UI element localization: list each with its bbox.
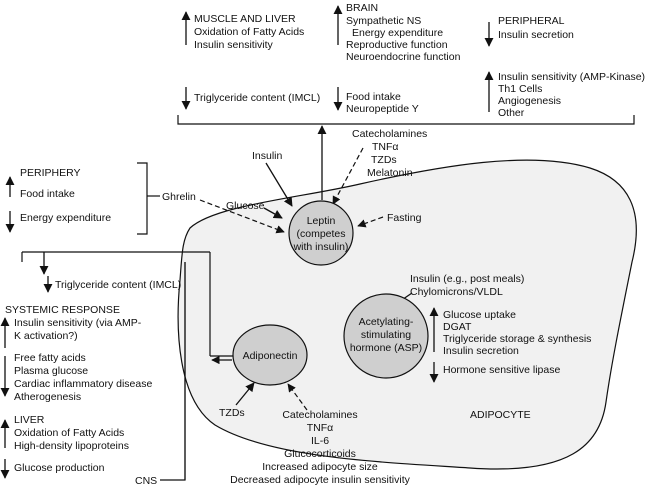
top-peripheral: PERIPHERAL Insulin secretion Insulin sen…	[484, 15, 645, 119]
adiponectin-inhibitor: TNFα	[307, 422, 333, 434]
periphery-box: PERIPHERY Food intake Energy expenditure	[5, 162, 160, 235]
brain-down: Food intake	[346, 91, 401, 103]
adiponectin-inhibit-arrow	[287, 383, 308, 411]
glucose-arrow	[263, 207, 283, 219]
adiponectin-inhibitor: Glucocorticoids	[284, 448, 356, 460]
adiponectin-inhibitor: Decreased adipocyte insulin sensitivity	[230, 474, 411, 486]
systemic-down: Free fatty acids	[14, 352, 86, 364]
peripheral-up: Th1 Cells	[498, 83, 542, 95]
top-muscle-liver: MUSCLE AND LIVER Oxidation of Fatty Acid…	[181, 11, 320, 110]
systemic-down: Cardiac inflammatory disease	[14, 378, 152, 390]
fasting-inhibit-arrow	[357, 216, 384, 228]
leptin-label: with insulin)	[293, 241, 349, 253]
asp-label: hormone (ASP)	[350, 342, 422, 354]
systemic-title: SYSTEMIC RESPONSE	[5, 304, 120, 316]
tzds-label: TZDs	[219, 407, 245, 419]
muscle-liver-down: Triglyceride content (IMCL)	[194, 92, 320, 104]
systemic-down: Plasma glucose	[14, 365, 88, 377]
peripheral-up: Angiogenesis	[498, 95, 561, 107]
leptin-input: TZDs	[371, 154, 397, 166]
asp-down: Hormone sensitive lipase	[443, 364, 560, 376]
asp-input: Insulin (e.g., post meals)	[410, 273, 524, 285]
insulin-arrow	[265, 162, 293, 207]
adiponectin-inhibitor: IL-6	[311, 435, 329, 447]
peripheral-title: PERIPHERAL	[498, 15, 565, 27]
asp-input: Chylomicrons/VLDL	[410, 286, 503, 298]
ghrelin-label: Ghrelin	[162, 191, 196, 203]
asp-label: Acetylating-	[359, 316, 414, 328]
leptin-label: (competes	[296, 228, 345, 240]
systemic-up: Insulin sensitivity (via AMP-	[14, 317, 142, 329]
muscle-liver-title: MUSCLE AND LIVER	[194, 13, 296, 25]
brain-line: Sympathetic NS	[346, 15, 421, 27]
brain-line: Reproductive function	[346, 39, 448, 51]
periphery-up: Food intake	[20, 188, 75, 200]
adiponectin-inhibitor: Increased adipocyte size	[262, 461, 378, 473]
cns-label: CNS	[135, 475, 157, 486]
brain-line: Neuroendocrine function	[346, 51, 461, 63]
liver-title: LIVER	[14, 414, 45, 426]
asp-node: Acetylating- stimulating hormone (ASP)	[343, 293, 429, 379]
tzds-arrow	[235, 382, 255, 406]
adiponectin-inhibitor: Catecholamines	[282, 409, 357, 421]
leptin-input: TNFα	[372, 141, 398, 153]
asp-label: stimulating	[361, 329, 411, 341]
asp-up: Insulin secretion	[443, 345, 519, 357]
leptin-node: Leptin (competes with insulin)	[288, 200, 354, 266]
fasting-label: Fasting	[387, 212, 422, 224]
glucose-label: Glucose	[226, 200, 265, 212]
leptin-input: Catecholamines	[352, 128, 427, 140]
peripheral-down: Insulin secretion	[498, 29, 574, 41]
catecholamines-inhibit-arrow	[332, 147, 364, 205]
leptin-label: Leptin	[307, 215, 336, 227]
liver-up: High-density lipoproteins	[14, 440, 129, 452]
systemic-down: Atherogenesis	[14, 391, 81, 403]
periphery-down: Energy expenditure	[20, 212, 111, 224]
peripheral-up: Insulin sensitivity (AMP-Kinase)	[498, 71, 645, 83]
ghrelin-inhibit-arrow	[199, 199, 285, 234]
asp-up: Glucose uptake	[443, 309, 516, 321]
brain-line: Energy expenditure	[352, 27, 443, 39]
top-bracket	[177, 115, 635, 125]
asp-up: DGAT	[443, 321, 472, 333]
left-trig: Triglyceride content (IMCL)	[55, 279, 181, 291]
periphery-title: PERIPHERY	[20, 167, 81, 179]
muscle-liver-line: Insulin sensitivity	[194, 39, 274, 51]
brain-down: Neuropeptide Y	[346, 103, 419, 115]
left-column-bracket	[160, 262, 186, 481]
liver-down: Glucose production	[14, 462, 105, 474]
muscle-liver-line: Oxidation of Fatty Acids	[194, 26, 304, 38]
adiponectin-node: Adiponectin	[232, 324, 308, 386]
systemic-up: K activation?)	[14, 330, 78, 342]
liver-up: Oxidation of Fatty Acids	[14, 427, 124, 439]
periphery-bracket	[137, 162, 148, 235]
top-brain: BRAIN Sympathetic NS Energy expenditure …	[333, 2, 461, 115]
adipocyte-label: ADIPOCYTE	[470, 409, 531, 421]
insulin-label: Insulin	[252, 150, 283, 162]
asp-up: Triglyceride storage & synthesis	[443, 333, 591, 345]
leptin-input: Melatonin	[367, 167, 413, 179]
brain-title: BRAIN	[346, 2, 378, 14]
peripheral-up: Other	[498, 107, 525, 119]
adiponectin-label: Adiponectin	[243, 350, 298, 362]
